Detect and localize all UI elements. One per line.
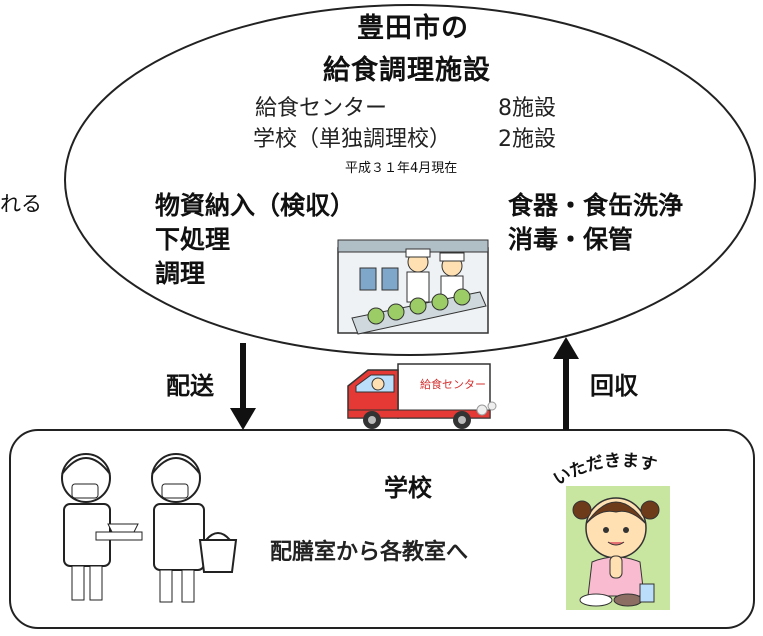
delivery-label: 配送 xyxy=(166,372,214,400)
kitchen-workers-illustration xyxy=(337,239,489,335)
left-edge-text-fragment: れる xyxy=(0,192,42,216)
school-title: 学校 xyxy=(384,474,432,502)
delivery-arrow xyxy=(230,343,256,430)
task-cooking: 調理 xyxy=(155,259,206,288)
svg-text:いただきます: いただきます xyxy=(550,452,658,490)
itadakimasu-speech: いただきます xyxy=(546,451,696,492)
task-preprocessing: 下処理 xyxy=(155,225,231,254)
school-label: 学校（単独調理校） xyxy=(253,127,452,152)
task-disinfection-storage: 消毒・保管 xyxy=(508,225,634,254)
delivery-truck-illustration xyxy=(347,363,497,429)
lunch-servers-illustration xyxy=(61,453,238,603)
task-dish-washing: 食器・食缶洗浄 xyxy=(508,191,684,220)
as-of-date: 平成３１年4月現在 xyxy=(345,161,458,176)
collection-label: 回収 xyxy=(590,372,638,400)
center-label: 給食センター xyxy=(255,96,388,121)
school-count: 2施設 xyxy=(498,127,556,152)
itadakimasu-text: いただきます xyxy=(550,451,658,490)
center-count: 8施設 xyxy=(498,96,556,121)
truck-sign: 給食センター xyxy=(420,378,486,391)
facility-title-line1: 豊田市の xyxy=(357,13,469,44)
facility-title-line2: 給食調理施設 xyxy=(323,55,491,86)
collection-arrow xyxy=(553,337,579,430)
girl-saying-itadakimasu-illustration xyxy=(566,486,670,610)
school-subtitle: 配膳室から各教室へ xyxy=(270,540,469,565)
task-receiving-inspection: 物資納入（検収） xyxy=(155,191,356,220)
itadakimasu-speech-arc: いただきます xyxy=(550,451,658,490)
facility-ellipse xyxy=(64,4,756,356)
